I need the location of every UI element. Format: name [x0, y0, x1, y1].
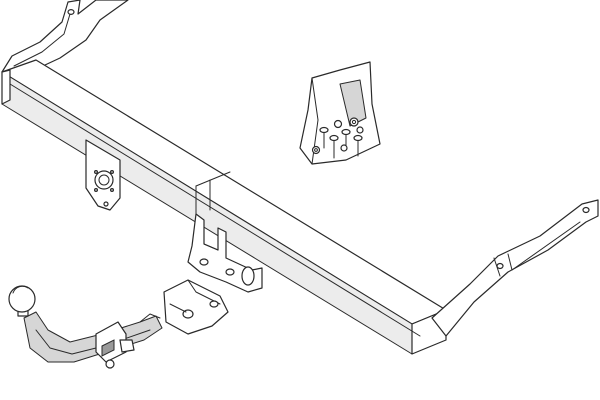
detachable-tow-ball	[8, 285, 163, 369]
main-crossbar	[1, 59, 447, 355]
center-mounting-clamp	[187, 213, 263, 293]
left-mounting-bracket	[1, 0, 129, 73]
right-mounting-bracket	[431, 199, 599, 337]
socket-plate	[85, 139, 121, 211]
ball-coupling-receiver	[163, 279, 229, 335]
hardware-bag	[299, 61, 381, 165]
